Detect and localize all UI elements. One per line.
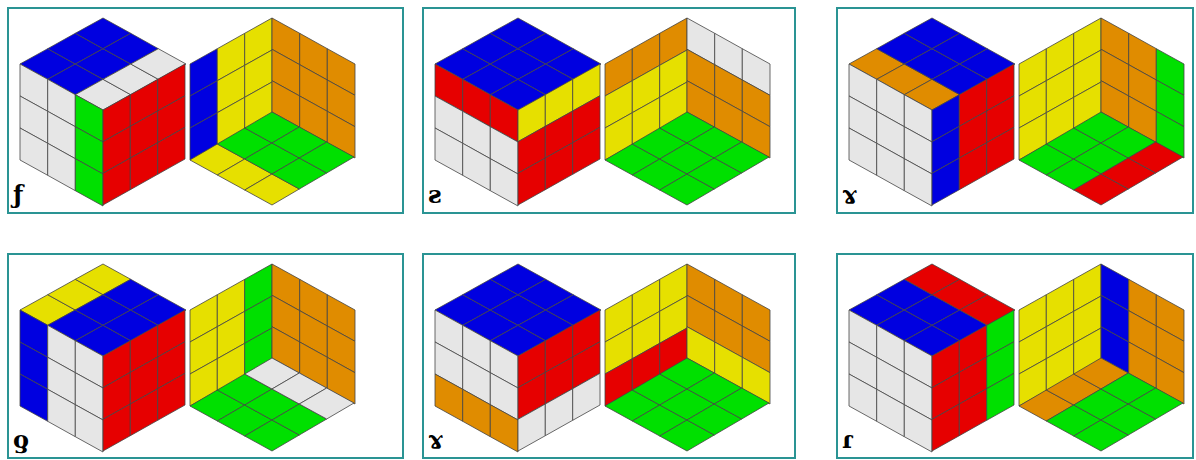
left-sticker bbox=[490, 159, 518, 206]
cube-panel bbox=[8, 254, 403, 458]
right-sticker bbox=[158, 127, 185, 174]
right-sticker bbox=[130, 389, 157, 436]
left-sticker bbox=[877, 389, 905, 436]
cube-panel bbox=[837, 8, 1193, 213]
right-sticker bbox=[103, 158, 130, 205]
floor-sticker bbox=[299, 388, 354, 419]
panel-frame bbox=[837, 8, 1193, 213]
left-sticker bbox=[849, 374, 877, 421]
panel-number: ƍ bbox=[13, 428, 29, 452]
left-sticker bbox=[435, 374, 463, 421]
floor-sticker bbox=[299, 142, 354, 173]
right-sticker bbox=[573, 373, 600, 420]
right-sticker bbox=[959, 389, 986, 436]
left-sticker bbox=[490, 405, 518, 452]
cube-panel bbox=[837, 254, 1193, 458]
floor-sticker bbox=[714, 388, 769, 419]
left-sticker bbox=[877, 143, 905, 190]
right-sticker bbox=[959, 143, 986, 190]
left-sticker bbox=[463, 143, 491, 190]
left-sticker bbox=[75, 405, 103, 452]
panel-frame bbox=[8, 8, 403, 213]
right-sticker bbox=[987, 127, 1014, 174]
right-sticker bbox=[545, 143, 572, 190]
left-sticker bbox=[48, 143, 76, 190]
cube-panel bbox=[423, 8, 795, 213]
left-sticker bbox=[904, 405, 932, 452]
panel-number: ɾ bbox=[842, 428, 853, 452]
cube-panel bbox=[423, 254, 795, 458]
floor-sticker bbox=[714, 142, 769, 173]
panel-number: ɤ bbox=[428, 428, 443, 452]
panel-frame bbox=[837, 254, 1193, 458]
right-sticker bbox=[518, 158, 545, 205]
right-sticker bbox=[545, 389, 572, 436]
right-sticker bbox=[518, 404, 545, 451]
right-sticker bbox=[932, 404, 959, 451]
left-sticker bbox=[904, 159, 932, 206]
panel-frame bbox=[423, 254, 795, 458]
floor-sticker bbox=[1128, 388, 1183, 419]
left-sticker bbox=[75, 159, 103, 206]
panel-number: ƨ bbox=[428, 183, 442, 207]
right-sticker bbox=[103, 404, 130, 451]
left-sticker bbox=[20, 128, 48, 175]
left-sticker bbox=[463, 389, 491, 436]
panel-number: ƒ bbox=[13, 183, 23, 207]
left-sticker bbox=[435, 128, 463, 175]
cube-panel bbox=[8, 8, 403, 213]
panel-frame bbox=[8, 254, 403, 458]
left-sticker bbox=[20, 374, 48, 421]
panel-frame bbox=[423, 8, 795, 213]
right-sticker bbox=[987, 373, 1014, 420]
left-sticker bbox=[48, 389, 76, 436]
right-sticker bbox=[130, 143, 157, 190]
right-sticker bbox=[573, 127, 600, 174]
right-sticker bbox=[932, 158, 959, 205]
right-sticker bbox=[158, 373, 185, 420]
left-sticker bbox=[849, 128, 877, 175]
panel-number: ɤ bbox=[842, 183, 857, 207]
floor-sticker bbox=[1128, 142, 1183, 173]
